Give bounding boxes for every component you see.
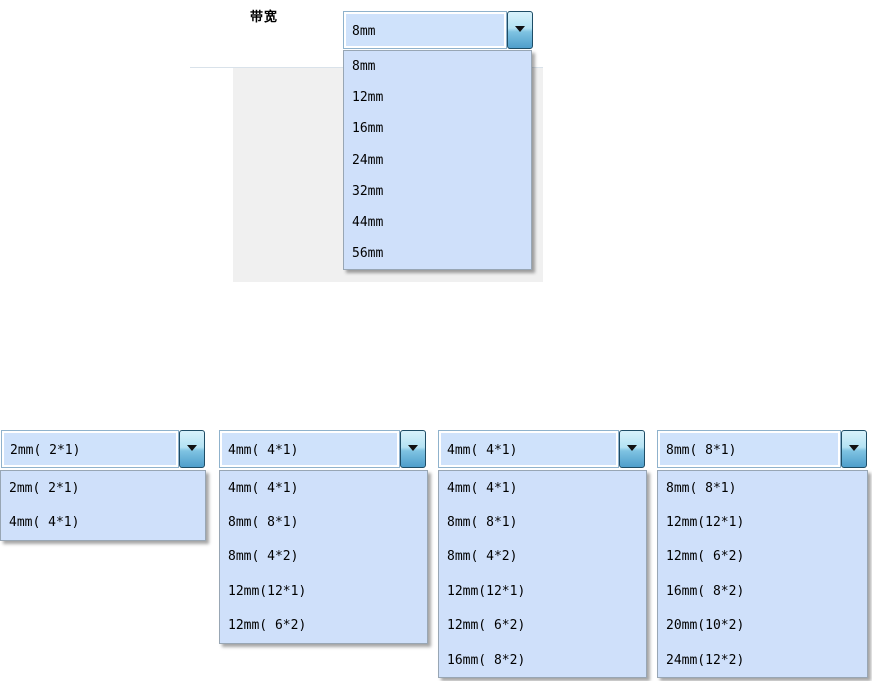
tape-combobox-4-value[interactable]: 8mm( 8*1): [657, 430, 841, 468]
chevron-down-icon: [408, 445, 418, 451]
dropdown-option[interactable]: 8mm( 8*1): [228, 515, 299, 531]
dropdown-option[interactable]: 2mm( 2*1): [9, 480, 80, 496]
tape-combobox-1-dropdown-list[interactable]: 2mm( 2*1) 4mm( 4*1): [0, 470, 206, 541]
dropdown-option[interactable]: 32mm: [352, 183, 384, 199]
dropdown-option[interactable]: 8mm: [352, 59, 376, 75]
dropdown-option[interactable]: 12mm(12*1): [228, 583, 307, 599]
dropdown-option[interactable]: 8mm( 4*2): [228, 549, 299, 565]
dropdown-option[interactable]: 12mm(12*1): [666, 515, 745, 531]
dropdown-option[interactable]: 12mm( 6*2): [447, 618, 526, 634]
bandwidth-combobox-value[interactable]: 8mm: [343, 11, 507, 49]
dropdown-option[interactable]: 8mm( 8*1): [447, 515, 518, 531]
chevron-down-icon: [627, 445, 637, 451]
tape-combobox-2-dropdown-list[interactable]: 4mm( 4*1) 8mm( 8*1) 8mm( 4*2) 12mm(12*1) 12m…: [219, 470, 428, 644]
bandwidth-dropdown-list[interactable]: 8mm 12mm 16mm 24mm 32mm 44mm 56mm: [343, 50, 532, 271]
bandwidth-dropdown-button[interactable]: [507, 11, 533, 49]
dropdown-option[interactable]: 12mm( 6*2): [228, 618, 307, 634]
tape-combobox-1-dropdown-button[interactable]: [179, 430, 205, 468]
dropdown-option[interactable]: 24mm(12*2): [666, 652, 745, 668]
dropdown-option[interactable]: 8mm( 8*1): [666, 480, 737, 496]
dropdown-option[interactable]: 12mm( 6*2): [666, 549, 745, 565]
tape-combobox-1[interactable]: 2mm( 2*1): [1, 430, 205, 468]
dropdown-option[interactable]: 44mm: [352, 215, 384, 231]
dropdown-option[interactable]: 12mm(12*1): [447, 583, 526, 599]
tape-combobox-2[interactable]: 4mm( 4*1): [219, 430, 426, 468]
tape-combobox-4[interactable]: 8mm( 8*1): [657, 430, 867, 468]
chevron-down-icon: [187, 445, 197, 451]
dropdown-option[interactable]: 4mm( 4*1): [9, 515, 80, 531]
dropdown-option[interactable]: 4mm( 4*1): [447, 480, 518, 496]
tape-combobox-3-value[interactable]: 4mm( 4*1): [438, 430, 619, 468]
bandwidth-combobox[interactable]: 8mm: [343, 11, 533, 49]
dropdown-option[interactable]: 24mm: [352, 152, 384, 168]
tape-combobox-4-dropdown-button[interactable]: [841, 430, 867, 468]
dropdown-option[interactable]: 4mm( 4*1): [228, 480, 299, 496]
dropdown-option[interactable]: 56mm: [352, 246, 384, 262]
tape-combobox-3[interactable]: 4mm( 4*1): [438, 430, 645, 468]
dropdown-option[interactable]: 16mm( 8*2): [666, 583, 745, 599]
tape-combobox-2-value[interactable]: 4mm( 4*1): [219, 430, 400, 468]
dropdown-option[interactable]: 8mm( 4*2): [447, 549, 518, 565]
chevron-down-icon: [849, 445, 859, 451]
chevron-down-icon: [515, 26, 525, 32]
tape-combobox-3-dropdown-list[interactable]: 4mm( 4*1) 8mm( 8*1) 8mm( 4*2) 12mm(12*1) 12m…: [438, 470, 647, 679]
tape-combobox-1-value[interactable]: 2mm( 2*1): [1, 430, 179, 468]
tape-combobox-2-dropdown-button[interactable]: [400, 430, 426, 468]
dropdown-option[interactable]: 16mm: [352, 121, 384, 137]
dropdown-option[interactable]: 16mm( 8*2): [447, 652, 526, 668]
tape-combobox-3-dropdown-button[interactable]: [619, 430, 645, 468]
dropdown-option[interactable]: 12mm: [352, 90, 384, 106]
dropdown-option[interactable]: 20mm(10*2): [666, 618, 745, 634]
bandwidth-label: 带宽: [250, 9, 279, 24]
tape-combobox-4-dropdown-list[interactable]: 8mm( 8*1) 12mm(12*1) 12mm( 6*2) 16mm( 8*2) 2…: [657, 470, 868, 679]
